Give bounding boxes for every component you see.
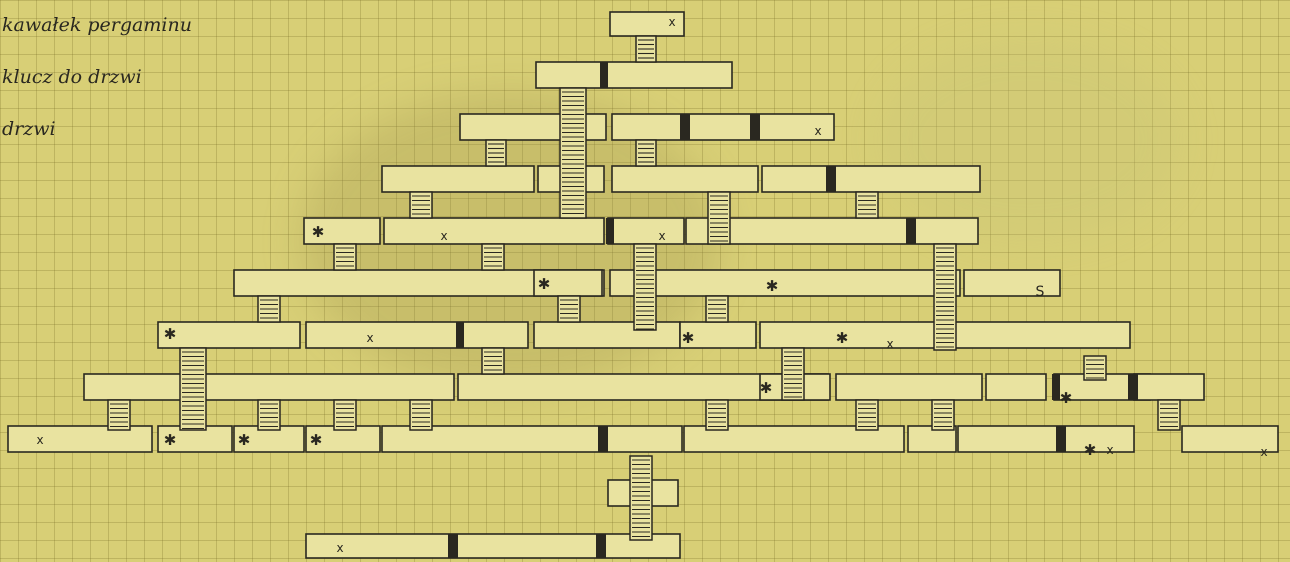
creature-marker: ✱ bbox=[164, 325, 177, 343]
platform bbox=[534, 322, 680, 348]
door-marker bbox=[680, 114, 690, 140]
ladder bbox=[634, 244, 656, 330]
ladder bbox=[708, 192, 730, 244]
door-marker bbox=[456, 322, 464, 348]
item-marker: x bbox=[1260, 445, 1267, 459]
door-marker bbox=[826, 166, 836, 192]
door-marker bbox=[750, 114, 760, 140]
platform bbox=[608, 218, 684, 244]
creature-marker: ✱ bbox=[1060, 389, 1073, 407]
platform bbox=[536, 62, 732, 88]
exit-marker: S bbox=[1036, 284, 1045, 300]
door-marker bbox=[598, 426, 608, 452]
ladder bbox=[482, 244, 504, 270]
platform bbox=[382, 166, 534, 192]
creature-marker: ✱ bbox=[766, 277, 779, 295]
platform bbox=[762, 166, 980, 192]
ladder bbox=[258, 400, 280, 430]
ladder bbox=[334, 244, 356, 270]
ladder bbox=[180, 348, 206, 430]
door-marker bbox=[1128, 374, 1138, 400]
ladder bbox=[1158, 400, 1180, 430]
ladder bbox=[410, 400, 432, 430]
ladder bbox=[856, 400, 878, 430]
ladder bbox=[482, 348, 504, 374]
ladder bbox=[258, 296, 280, 322]
door-marker bbox=[448, 534, 458, 558]
item-marker: x bbox=[658, 229, 665, 243]
platform bbox=[612, 166, 758, 192]
ladder bbox=[782, 348, 804, 400]
ladder bbox=[636, 140, 656, 166]
platform bbox=[964, 270, 1060, 296]
item-marker: x bbox=[440, 229, 447, 243]
door-marker bbox=[606, 218, 614, 244]
creature-marker: ✱ bbox=[760, 379, 773, 397]
ladder-frame bbox=[560, 88, 586, 218]
creature-marker: ✱ bbox=[538, 275, 551, 293]
ladder bbox=[636, 36, 656, 62]
ladder bbox=[706, 296, 728, 322]
item-marker: x bbox=[668, 15, 675, 29]
platform bbox=[836, 374, 982, 400]
platform bbox=[610, 270, 960, 296]
ladder bbox=[558, 296, 580, 322]
platform bbox=[986, 374, 1046, 400]
item-marker: x bbox=[336, 541, 343, 555]
ladder-frame bbox=[180, 348, 206, 430]
ladder bbox=[486, 140, 506, 166]
item-marker: x bbox=[366, 331, 373, 345]
creature-marker: ✱ bbox=[312, 223, 325, 241]
ladder bbox=[706, 400, 728, 430]
platform bbox=[384, 218, 604, 244]
ladder bbox=[934, 244, 956, 350]
platform bbox=[306, 534, 680, 558]
platform bbox=[306, 322, 528, 348]
creature-marker: ✱ bbox=[1084, 441, 1097, 459]
creature-marker: ✱ bbox=[310, 431, 323, 449]
item-marker: x bbox=[886, 337, 893, 351]
creature-marker: ✱ bbox=[836, 329, 849, 347]
ladder bbox=[630, 456, 652, 540]
door-marker bbox=[600, 62, 608, 88]
door-marker bbox=[1056, 426, 1066, 452]
creature-marker: ✱ bbox=[682, 329, 695, 347]
ladder bbox=[856, 192, 878, 218]
door-marker bbox=[906, 218, 916, 244]
ladder bbox=[560, 88, 586, 218]
ladder bbox=[932, 400, 954, 430]
creature-marker: ✱ bbox=[238, 431, 251, 449]
platform bbox=[84, 374, 454, 400]
door-marker bbox=[596, 534, 606, 558]
item-marker: x bbox=[36, 433, 43, 447]
platform bbox=[1134, 374, 1204, 400]
item-marker: x bbox=[1106, 443, 1113, 457]
item-marker: x bbox=[814, 124, 821, 138]
ladder bbox=[108, 400, 130, 430]
ladder bbox=[334, 400, 356, 430]
ladder bbox=[410, 192, 432, 218]
ladder bbox=[1084, 356, 1106, 380]
creature-marker: ✱ bbox=[164, 431, 177, 449]
platform bbox=[158, 322, 300, 348]
platform bbox=[612, 114, 834, 140]
